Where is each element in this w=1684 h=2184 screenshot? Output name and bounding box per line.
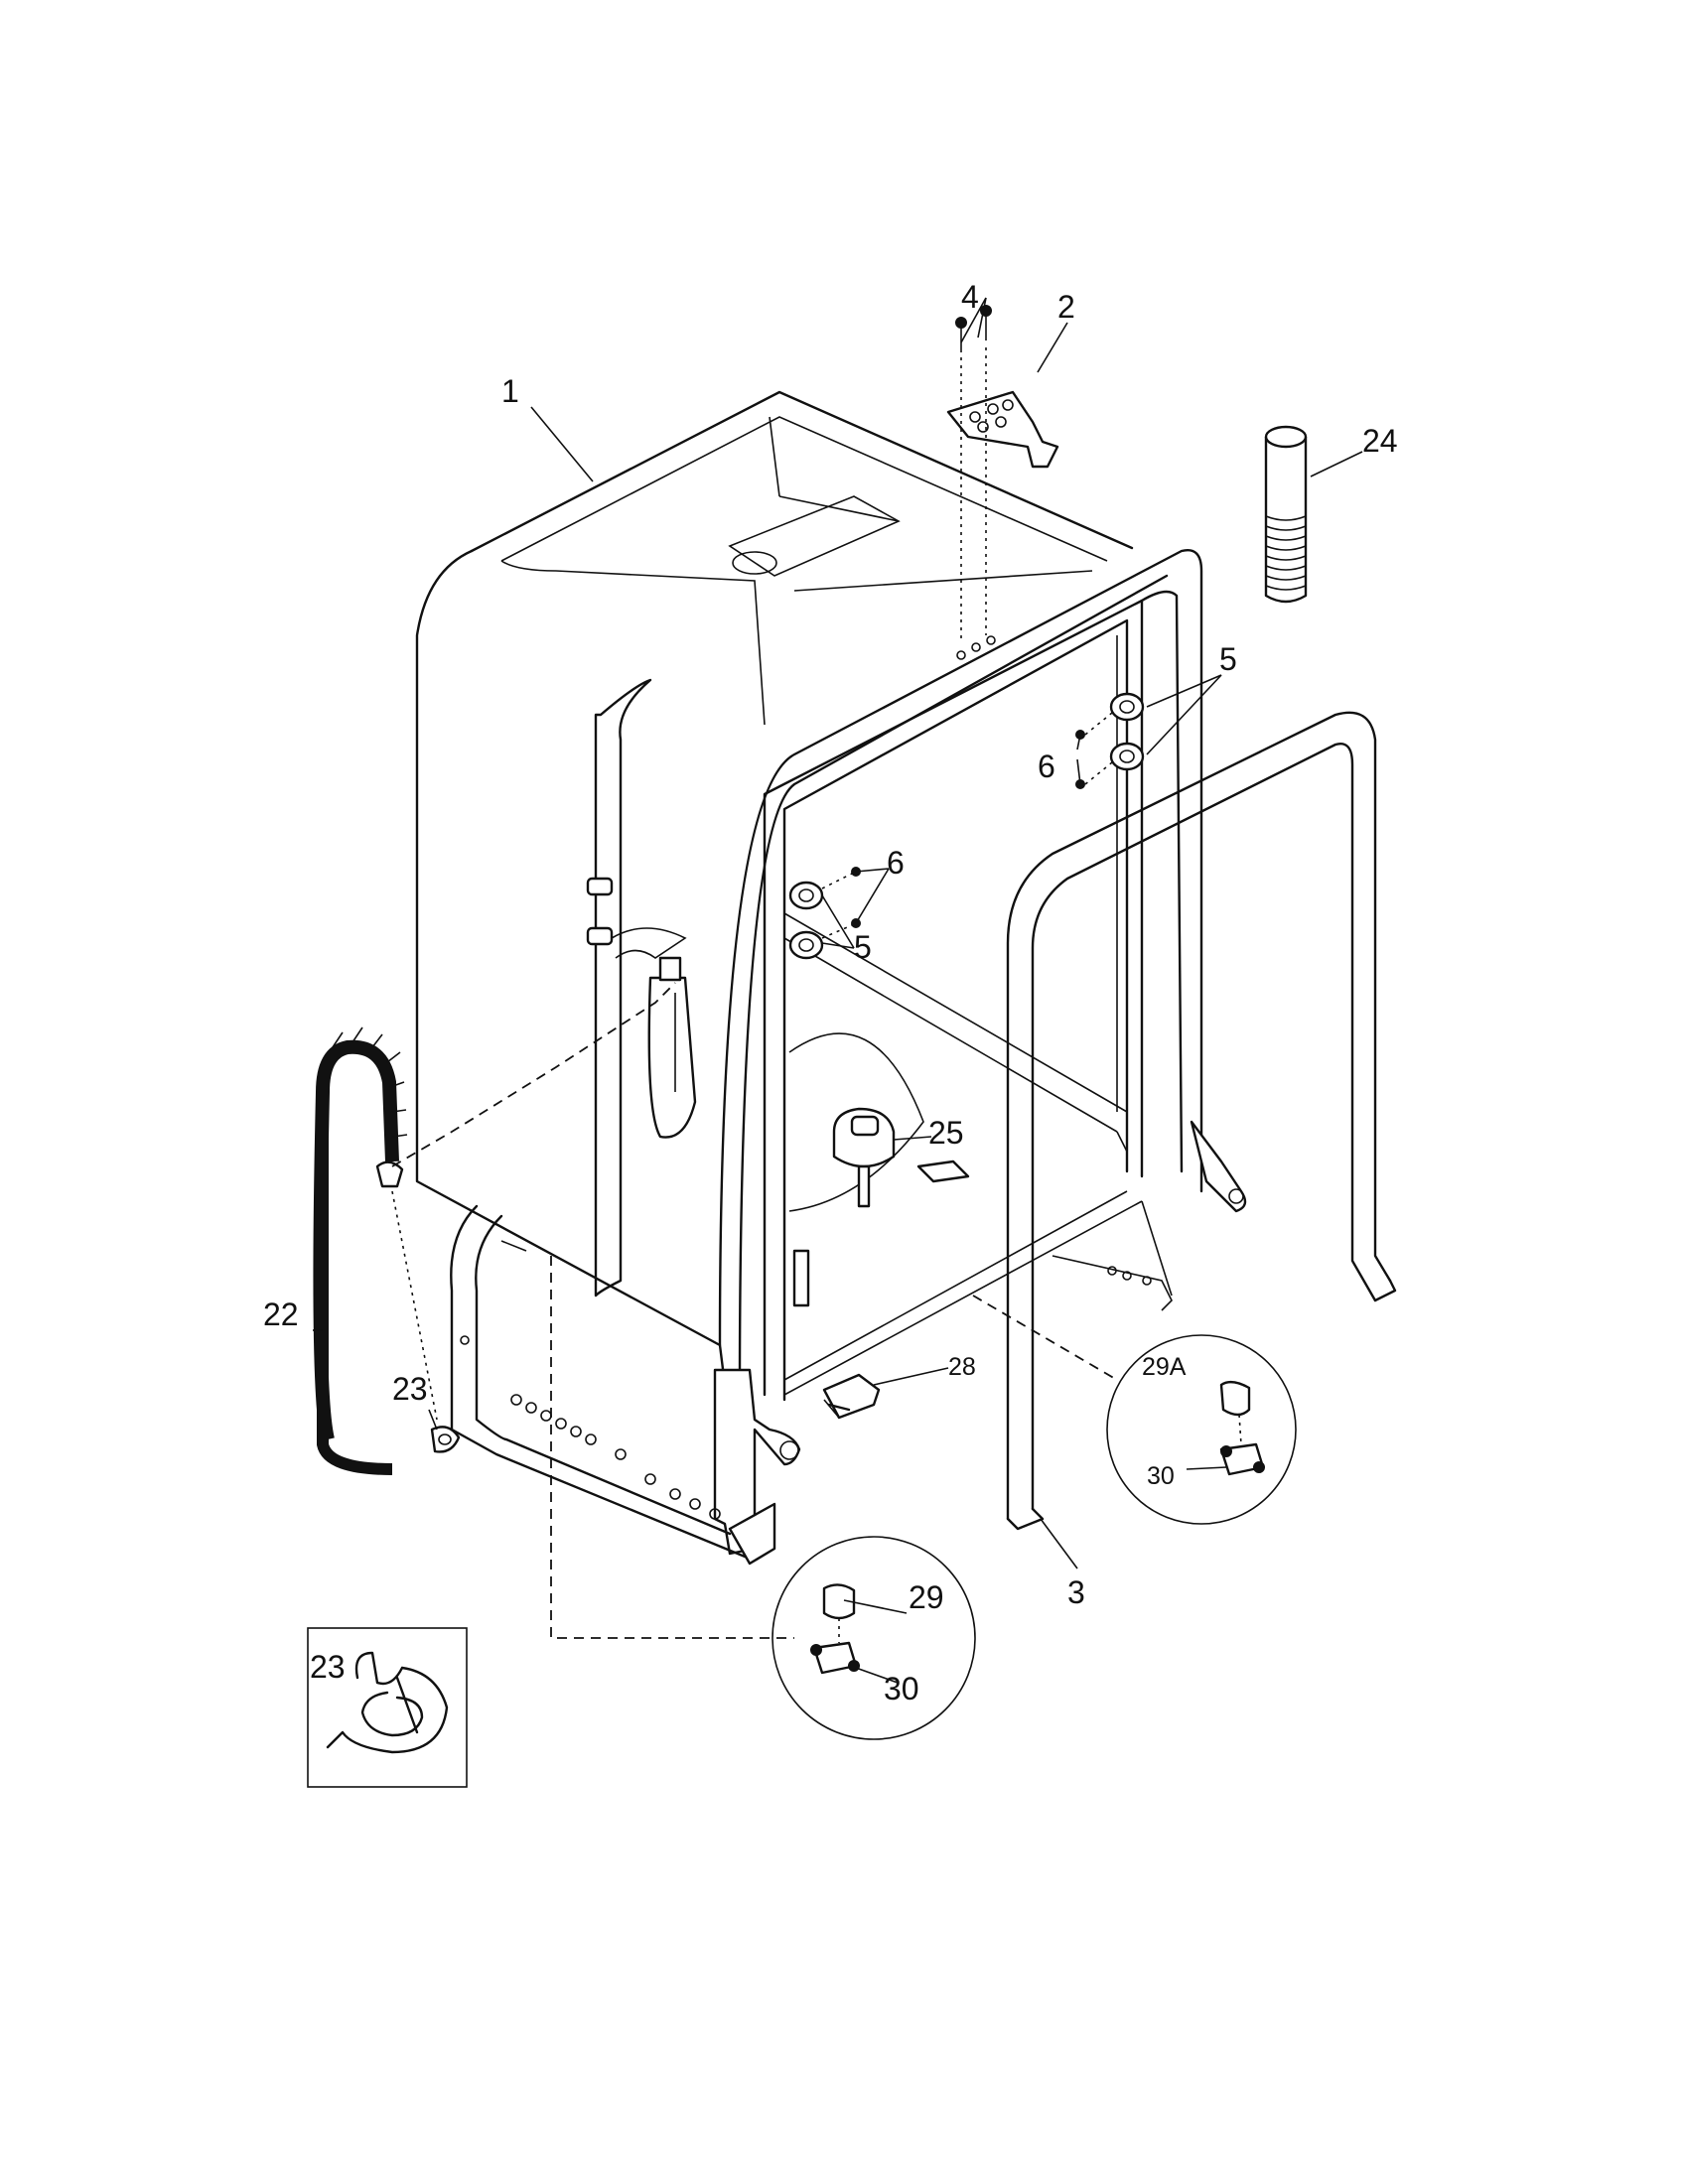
callout-28: 28 [948, 1353, 976, 1381]
vent-tube [1264, 425, 1308, 604]
callout-5-upper: 5 [1219, 641, 1237, 677]
callout-23-inset: 23 [310, 1649, 346, 1685]
callout-24: 24 [1362, 423, 1398, 459]
rack-rollers-upper [1075, 692, 1145, 789]
callout-22: 22 [263, 1297, 299, 1332]
callout-4: 4 [961, 279, 979, 315]
rack-rollers-lower [788, 867, 861, 960]
callout-1: 1 [501, 373, 519, 409]
callout-labels: 1 2 3 4 5 5 6 6 22 23 23 24 25 28 29 29A… [263, 279, 1398, 1706]
tub [415, 390, 1247, 1566]
callout-6-lower: 6 [887, 845, 905, 881]
hose-clamp [430, 1426, 461, 1453]
callout-2: 2 [1057, 289, 1075, 325]
base-rail-holes [510, 1394, 721, 1520]
detail-circle-29 [772, 1536, 976, 1740]
float-switch [822, 1373, 881, 1420]
drain-hose [313, 1026, 408, 1475]
callout-30-upper: 30 [1147, 1462, 1175, 1490]
callout-23: 23 [392, 1371, 428, 1407]
callout-5-lower: 5 [854, 929, 872, 965]
callout-25: 25 [928, 1115, 964, 1151]
callout-29a: 29A [1142, 1353, 1187, 1381]
callout-3: 3 [1067, 1574, 1085, 1610]
door-gasket [1006, 711, 1397, 1531]
detail-circle-29a [1106, 1334, 1297, 1525]
callout-30-lower: 30 [884, 1671, 919, 1706]
float-assembly [832, 1107, 896, 1208]
callout-6-upper: 6 [1038, 749, 1055, 784]
screws [955, 305, 992, 352]
top-bracket [946, 390, 1059, 469]
callout-29: 29 [909, 1579, 944, 1615]
clamp-inset [307, 1627, 468, 1788]
